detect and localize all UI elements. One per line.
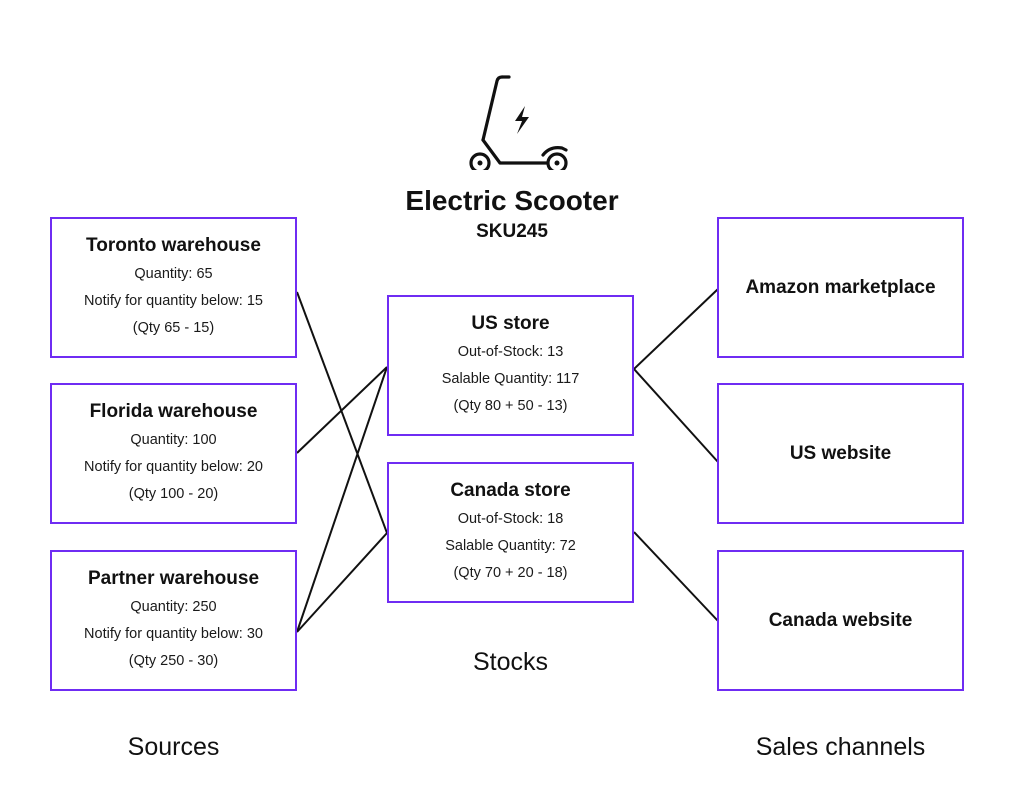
source-name: Florida warehouse [89,400,258,422]
connector-us-store-to-amazon-marketplace [633,288,719,370]
source-notify-threshold: Notify for quantity below: 30 [84,625,263,642]
channel-name: Amazon marketplace [745,277,936,298]
electric-scooter-icon [469,75,568,170]
source-quantity: Quantity: 250 [130,598,217,615]
stock-out-of-stock: Out-of-Stock: 13 [457,343,564,360]
source-notify-threshold: Notify for quantity below: 20 [84,458,263,475]
stock-formula: (Qty 70 + 20 - 18) [453,564,568,581]
source-box-florida-warehouse: Florida warehouse Quantity: 100 Notify f… [50,383,297,524]
connector-toronto-warehouse-to-canada-store [296,291,388,534]
product-title: Electric Scooter [405,185,619,216]
source-box-partner-warehouse: Partner warehouse Quantity: 250 Notify f… [50,550,297,691]
channel-name: US website [789,443,892,464]
stock-out-of-stock: Out-of-Stock: 18 [457,510,564,527]
source-quantity: Quantity: 65 [134,265,213,282]
connector-partner-warehouse-to-us-store [296,366,388,633]
channel-box-canada-website: Canada website [717,550,964,691]
stock-box-us-store: US store Out-of-Stock: 13 Salable Quanti… [387,295,634,436]
source-formula: (Qty 100 - 20) [128,485,219,502]
source-name: Partner warehouse [87,567,260,589]
stock-formula: (Qty 80 + 50 - 13) [453,397,568,414]
stock-salable-quantity: Salable Quantity: 72 [445,537,576,554]
connector-us-store-to-us-website [633,368,719,463]
stock-name: US store [471,312,550,334]
source-formula: (Qty 65 - 15) [132,319,215,336]
channel-box-amazon-marketplace: Amazon marketplace [717,217,964,358]
column-label-sources: Sources [127,733,220,761]
product-sku: SKU245 [476,221,548,242]
source-box-toronto-warehouse: Toronto warehouse Quantity: 65 Notify fo… [50,217,297,358]
source-notify-threshold: Notify for quantity below: 15 [84,292,263,309]
stock-name: Canada store [450,479,571,501]
source-name: Toronto warehouse [86,234,261,256]
stock-box-canada-store: Canada store Out-of-Stock: 18 Salable Qu… [387,462,634,603]
connector-florida-warehouse-to-us-store [296,366,388,454]
source-formula: (Qty 250 - 30) [128,652,219,669]
stock-salable-quantity: Salable Quantity: 117 [441,370,580,387]
connector-canada-store-to-canada-website [633,531,719,622]
column-label-sales-channels: Sales channels [755,733,926,761]
source-quantity: Quantity: 100 [130,431,217,448]
column-label-stocks: Stocks [472,648,549,676]
channel-name: Canada website [768,610,913,631]
channel-box-us-website: US website [717,383,964,524]
connector-partner-warehouse-to-canada-store [296,532,388,633]
